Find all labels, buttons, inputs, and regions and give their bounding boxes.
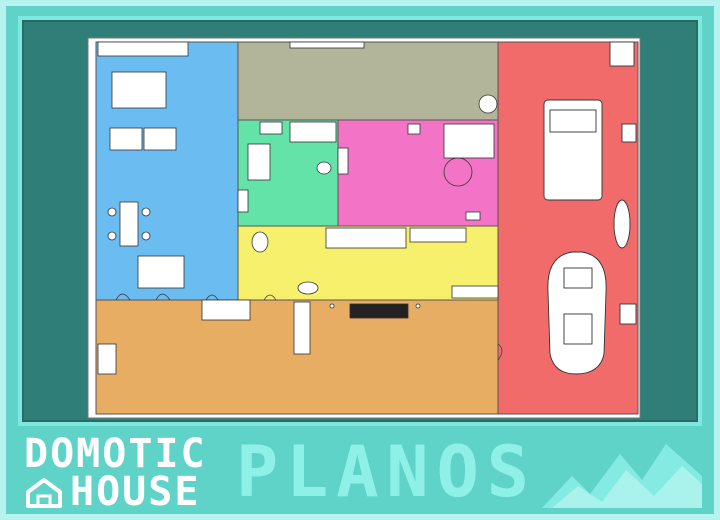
armchair: [109, 127, 143, 151]
armchair: [143, 127, 177, 151]
sideboard: [137, 255, 185, 289]
logo-line1: DOMOTIC: [24, 431, 207, 477]
bedroom-furniture: [337, 123, 495, 221]
mountains-icon: [542, 444, 702, 508]
kitchen-furniture: [251, 227, 499, 299]
van-outline: [543, 99, 603, 201]
motorbike-outline: [613, 199, 631, 249]
footer-branding: DOMOTIC HOUSE PLANOS: [18, 430, 702, 514]
floorplan-border: [87, 37, 641, 419]
sports-car-outline: [547, 251, 607, 375]
living-furniture: [97, 41, 189, 289]
dining-table: [119, 201, 139, 247]
shelf: [97, 41, 189, 57]
door-arcs: [115, 293, 503, 361]
floorplan-map: [87, 37, 641, 419]
room-patio[interactable]: [237, 41, 499, 121]
floorplan-panel: [18, 16, 702, 426]
page-title: PLANOS: [236, 431, 537, 513]
terrace-furniture: [97, 299, 421, 375]
home-outline-icon: [26, 478, 62, 508]
bathroom-fixtures: [237, 121, 337, 213]
garage-vehicles: [543, 41, 637, 375]
tv-table: [111, 71, 167, 109]
logo-line2: HOUSE: [70, 469, 201, 515]
patio-furniture: [289, 41, 498, 114]
